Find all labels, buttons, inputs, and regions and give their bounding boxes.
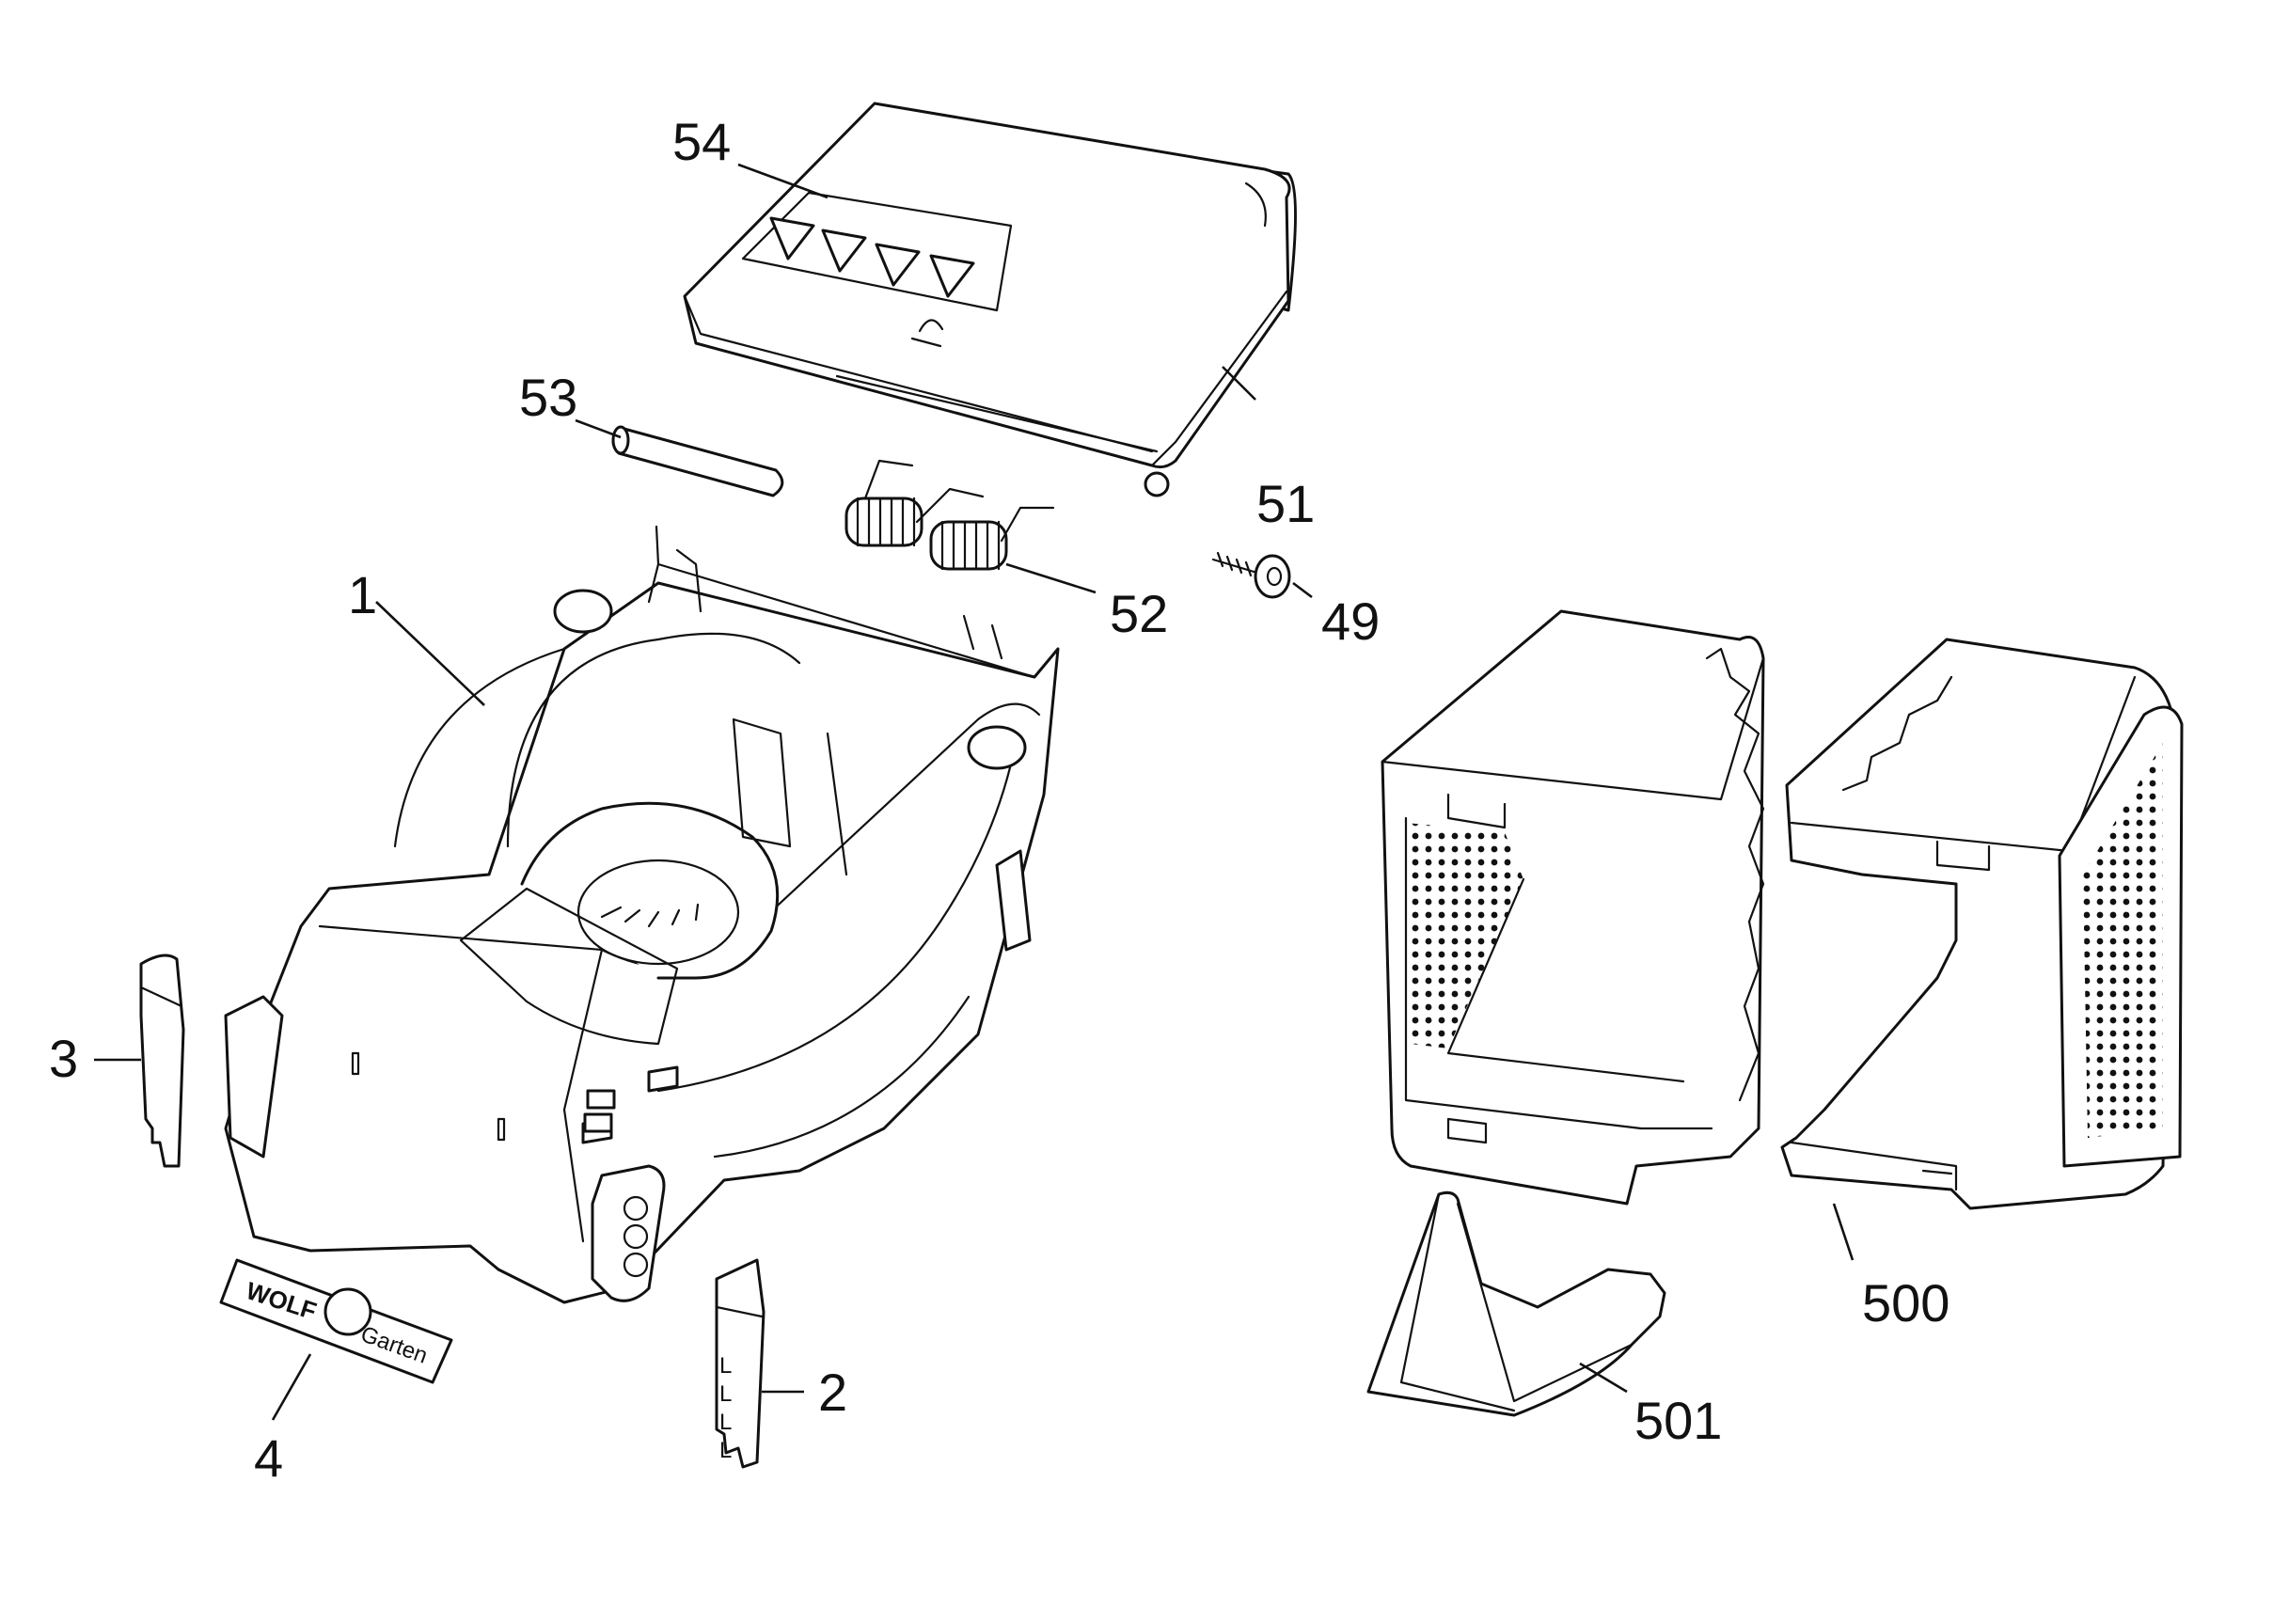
height-mark: L [719,1381,732,1407]
side-guard-left [139,954,185,1168]
callout-4: 4 [254,1428,283,1488]
grass-catcher-rear-half [1780,638,2184,1210]
callout-500: 500 [1862,1273,1949,1332]
callout-49: 49 [1321,591,1380,651]
callout-labels: 54 51 53 52 49 1 3 2 4 501 500 [49,112,1949,1488]
height-mark: L [719,1353,732,1379]
brand-logo-badge: WOLF Garten [219,1258,453,1384]
grass-catcher-chute [1366,1190,1666,1417]
callout-53: 53 [519,368,577,427]
callout-1: 1 [348,565,377,624]
callout-2: 2 [818,1363,847,1422]
height-mark: L [719,1410,732,1435]
callout-501: 501 [1634,1391,1722,1450]
callout-3: 3 [49,1029,78,1088]
height-mark: L [719,1438,732,1463]
grass-catcher-front-half [1381,609,1765,1206]
side-guard-right: L L L L [715,1258,766,1469]
callout-52: 52 [1110,584,1168,643]
mower-deck-housing [224,525,1060,1304]
pivot-rod [611,425,784,497]
torsion-springs [844,459,1055,571]
screw-and-washer [1211,551,1291,599]
leader-lines [94,163,1855,1421]
callout-51: 51 [1256,474,1315,533]
rear-flap-cover [683,102,1297,497]
callout-54: 54 [672,112,731,171]
